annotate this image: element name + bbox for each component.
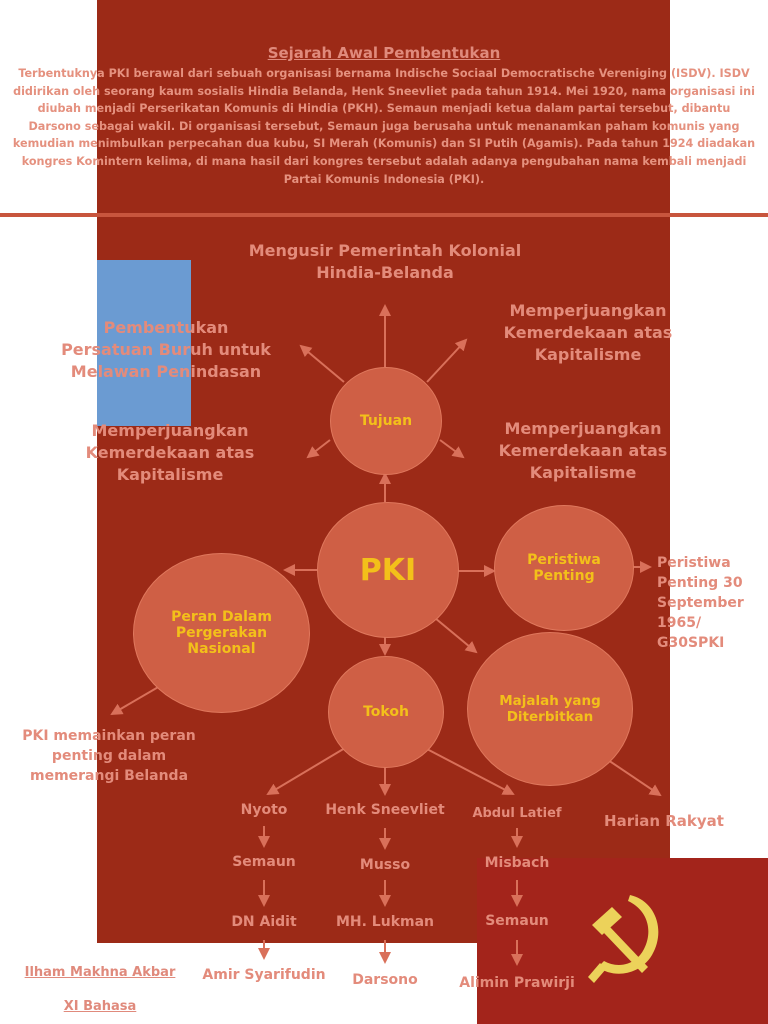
- peran-item: PKI memainkan peran penting dalam memera…: [22, 728, 196, 784]
- divider: [0, 213, 768, 217]
- node-peristiwa: Peristiwa Penting: [494, 505, 634, 631]
- tokoh-name: DN Aidit: [231, 914, 297, 930]
- hammer-and-sickle-icon: [588, 895, 659, 983]
- tokoh-name: Semaun: [232, 854, 296, 870]
- node-tokoh-label: Tokoh: [363, 704, 409, 720]
- tujuan-lower-right: Memperjuangkan Kemerdekaan atas Kapitali…: [498, 419, 668, 482]
- node-peran-label: Peran Dalam Pergerakan Nasional: [171, 609, 272, 657]
- intro-text: Terbentuknya PKI berawal dari sebuah org…: [12, 67, 756, 186]
- tujuan-top: Mengusir Pemerintah Kolonial Hindia-Bela…: [248, 241, 522, 282]
- majalah-item: Harian Rakyat: [604, 812, 724, 830]
- tokoh-name: Semaun: [485, 913, 549, 929]
- tokoh-name: Abdul Latief: [472, 806, 562, 821]
- credit-author: Ilham Makhna Akbar: [24, 965, 176, 980]
- tokoh-name: MH. Lukman: [335, 914, 435, 930]
- intro-title: Sejarah Awal Pembentukan: [267, 44, 501, 62]
- node-majalah-label: Majalah yang Diterbitkan: [499, 693, 601, 725]
- blue-block: [97, 260, 191, 426]
- tokoh-name: Musso: [359, 857, 411, 873]
- tokoh-name: Darsono: [352, 972, 418, 988]
- tujuan-upper-left: Pembentukan Persatuan Buruh untuk Melawa…: [61, 318, 271, 381]
- node-tujuan-label: Tujuan: [359, 413, 413, 429]
- node-peristiwa-label: Peristiwa Penting: [527, 552, 601, 584]
- node-tujuan: Tujuan: [330, 367, 442, 475]
- node-pki: PKI: [317, 502, 459, 638]
- tokoh-name: Nyoto: [240, 802, 288, 818]
- node-majalah: Majalah yang Diterbitkan: [467, 632, 633, 786]
- tujuan-upper-right: Memperjuangkan Kemerdekaan atas Kapitali…: [503, 301, 673, 364]
- tujuan-lower-left: Memperjuangkan Kemerdekaan atas Kapitali…: [85, 421, 255, 484]
- peristiwa-item: Peristiwa Penting 30 September 1965/ G30…: [657, 555, 744, 651]
- tokoh-name: Henk Sneevliet: [325, 802, 445, 818]
- credit-class: XI Bahasa: [63, 999, 137, 1014]
- node-peran: Peran Dalam Pergerakan Nasional: [133, 553, 310, 713]
- node-tokoh: Tokoh: [328, 656, 444, 768]
- tokoh-name: Alimin Prawirji: [459, 975, 575, 991]
- tokoh-name: Misbach: [484, 855, 550, 871]
- node-pki-label: PKI: [359, 552, 417, 588]
- tokoh-name: Amir Syarifudin: [202, 967, 326, 983]
